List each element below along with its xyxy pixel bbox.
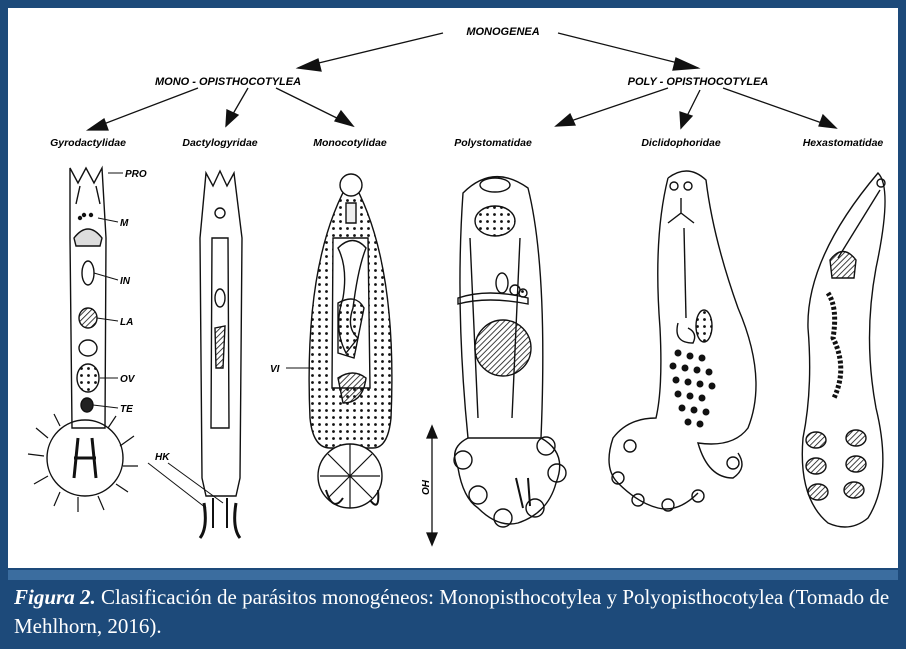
label-in: IN: [120, 276, 131, 287]
monocotylidae-drawing: [309, 174, 392, 508]
polystomatidae-drawing: [454, 177, 566, 527]
diagram-panel: MONOGENEA MONO - OPISTHOCOTYLEA POLY - O…: [8, 8, 898, 568]
diclidophoridae-drawing: [609, 171, 756, 511]
family-polystomatidae: Polystomatidae: [454, 137, 532, 149]
figure-caption: Figura 2. Clasificación de parásitos mon…: [14, 583, 894, 641]
subclass-poly-label: POLY - OPISTHOCOTYLEA: [628, 76, 769, 88]
label-hk: HK: [155, 452, 170, 463]
dactylogyridae-drawing: [200, 171, 242, 538]
label-te: TE: [120, 404, 133, 415]
label-pro: PRO: [125, 169, 147, 180]
caption-divider: [8, 570, 898, 580]
subclass-mono-label: MONO - OPISTHOCOTYLEA: [155, 76, 301, 88]
diclidophoridae-vitellaria: [670, 350, 716, 428]
caption-text: Clasificación de parásitos monogéneos: M…: [14, 585, 889, 638]
family-diclidophoridae: Diclidophoridae: [641, 137, 721, 149]
family-dactylogyridae: Dactylogyridae: [182, 137, 257, 149]
family-gyrodactylidae: Gyrodactylidae: [50, 137, 126, 149]
gyrodactylidae-drawing: [47, 168, 123, 496]
caption-label: Figura 2.: [14, 585, 96, 609]
hexastomatidae-drawing: [802, 173, 885, 527]
label-m: M: [120, 218, 129, 229]
family-monocotylidae: Monocotylidae: [313, 137, 387, 149]
label-oh: OH: [421, 479, 432, 495]
classification-diagram: MONOGENEA MONO - OPISTHOCOTYLEA POLY - O…: [8, 8, 898, 568]
label-ov: OV: [120, 374, 136, 385]
family-hexastomatidae: Hexastomatidae: [803, 137, 884, 149]
root-label: MONOGENEA: [466, 26, 539, 38]
label-vi: VI: [270, 364, 280, 375]
label-la: LA: [120, 317, 133, 328]
hk-pointers: [148, 463, 223, 508]
